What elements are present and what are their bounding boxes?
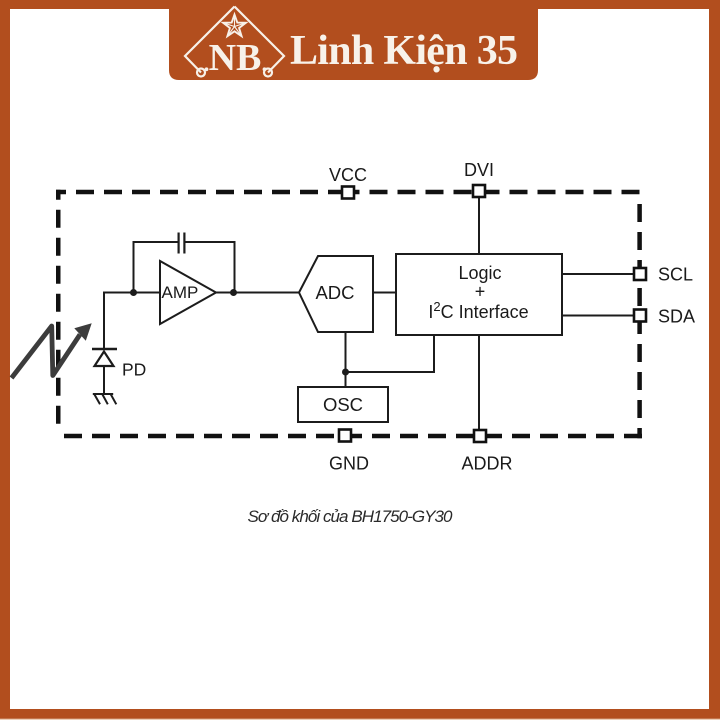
svg-text:Logic: Logic [458,263,501,283]
svg-text:SDA: SDA [658,307,695,327]
svg-text:AMP: AMP [162,283,199,302]
svg-text:NB: NB [209,37,262,79]
svg-text:DVI: DVI [464,160,494,180]
svg-text:Sơ đồ khối của BH1750-GY30: Sơ đồ khối của BH1750-GY30 [248,507,454,526]
svg-text:ADC: ADC [315,282,354,303]
svg-text:VCC: VCC [329,165,367,185]
svg-text:GND: GND [329,454,369,474]
svg-text:Linh Kiện 35: Linh Kiện 35 [290,28,518,74]
svg-text:+: + [475,282,486,302]
svg-text:SCL: SCL [658,265,693,285]
svg-text:OSC: OSC [323,394,363,415]
svg-text:ADDR: ADDR [461,454,512,474]
svg-text:I2C Interface: I2C Interface [428,299,528,323]
svg-text:PD: PD [122,360,146,380]
